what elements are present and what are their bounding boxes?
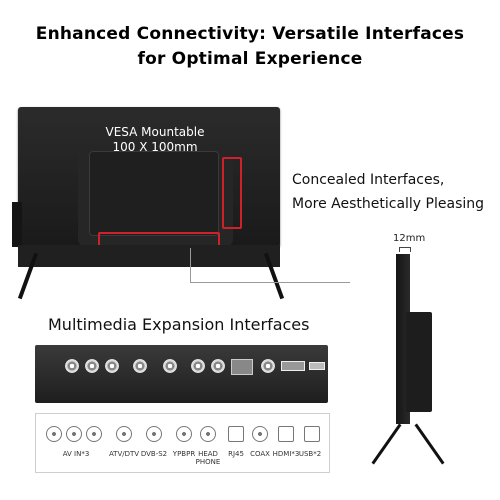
av-in-icon	[86, 426, 102, 442]
antenna-jack	[133, 359, 147, 373]
rj45-icon	[228, 426, 244, 442]
av-in-icon	[46, 426, 62, 442]
side-ports-highlight	[222, 157, 242, 229]
tv-back-view: VESA Mountable 100 X 100mm	[12, 107, 280, 267]
ports-closeup	[35, 345, 328, 403]
coax-icon	[252, 426, 268, 442]
legend-label-dvb-s2: DVB-S2	[140, 450, 168, 458]
legend-label-coax: COAX	[250, 450, 270, 458]
hdmi-port	[281, 361, 305, 371]
headphone-jack	[211, 359, 225, 373]
tv-side-leg	[414, 423, 445, 465]
callout-line	[190, 282, 350, 283]
concealed-interfaces-caption: Concealed Interfaces, More Aesthetically…	[292, 168, 484, 216]
tv-side-housing	[406, 312, 432, 412]
usb-port	[309, 362, 325, 370]
vesa-label-line-1: VESA Mountable	[105, 125, 205, 139]
tv-rear-plate	[89, 151, 219, 236]
tv-side-leg	[371, 423, 402, 465]
legend-label-rj45: RJ45	[228, 450, 244, 458]
multimedia-title: Multimedia Expansion Interfaces	[48, 315, 310, 334]
tv-bottom-bar	[18, 245, 280, 267]
legend-label-atv-dtv: ATV/DTV	[108, 450, 140, 458]
legend-label-headphone: HEAD PHONE	[195, 450, 221, 466]
concealed-line-1: Concealed Interfaces,	[292, 172, 445, 188]
vesa-label: VESA Mountable 100 X 100mm	[90, 125, 220, 155]
headline-line-1: Enhanced Connectivity: Versatile Interfa…	[35, 24, 465, 44]
av-jack	[105, 359, 119, 373]
concealed-line-2: More Aesthetically Pleasing	[292, 196, 485, 212]
satellite-icon	[146, 426, 162, 442]
headline-line-2: for Optimal Experience	[137, 49, 363, 69]
legend-label-hdmi: HDMI*3	[272, 450, 300, 458]
interface-legend: AV IN*3 ATV/DTV DVB-S2 YPBPR HEAD PHONE …	[35, 413, 330, 473]
callout-line	[190, 248, 191, 282]
headphone-icon	[200, 426, 216, 442]
legend-label-usb: USB*2	[298, 450, 322, 458]
legend-label-ypbpr: YPBPR	[172, 450, 196, 458]
av-jack	[85, 359, 99, 373]
usb-icon	[304, 426, 320, 442]
thickness-bracket	[399, 247, 411, 252]
av-jack	[65, 359, 79, 373]
antenna-icon	[116, 426, 132, 442]
rj45-port	[231, 359, 253, 375]
satellite-jack	[163, 359, 177, 373]
thickness-label: 12mm	[393, 233, 426, 244]
hdmi-icon	[278, 426, 294, 442]
ypbpr-icon	[176, 426, 192, 442]
tv-side-panel	[12, 202, 22, 247]
ypbpr-jack	[191, 359, 205, 373]
av-in-icon	[66, 426, 82, 442]
vesa-label-line-2: 100 X 100mm	[112, 140, 198, 154]
coax-jack	[261, 359, 275, 373]
legend-label-av-in: AV IN*3	[62, 450, 90, 458]
